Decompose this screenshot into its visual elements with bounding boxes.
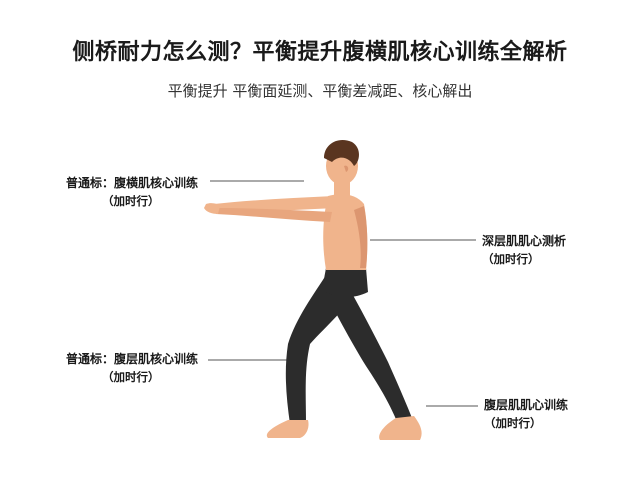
annotation-mid-right-note: （加时行） [482, 252, 540, 266]
annotation-lower-left-text: 普通标：腹层肌核心训练 [66, 352, 199, 366]
back-leg [322, 272, 412, 424]
torso-shadow [354, 206, 368, 268]
annotation-lower-right-note: （加时行） [484, 416, 542, 430]
annotation-upper-left-text: 普通标：腹横肌核心训练 [66, 176, 199, 190]
annotation-lower-left-note: （加时行） [102, 370, 160, 384]
annotation-mid-right-text: 深层肌肌心测析 [482, 234, 567, 248]
annotation-lower-right-text: 腹层肌肌心训练 [484, 398, 569, 412]
hip [322, 268, 368, 298]
annotation-lower-right: 腹层肌肌心训练 （加时行） [484, 396, 568, 432]
front-leg [285, 272, 362, 424]
page-subtitle: 平衡提升 平衡面延测、平衡差减距、核心解出 [167, 82, 473, 100]
annotation-lower-left: 普通标：腹层肌核心训练 （加时行） [66, 350, 198, 386]
annotation-upper-left: 普通标：腹横肌核心训练 （加时行） [66, 174, 198, 210]
arm-lower [216, 208, 332, 222]
page-title: 侧桥耐力怎么测？平衡提升腹横肌核心训练全解析 [72, 40, 568, 65]
back-foot [379, 416, 422, 440]
annotation-mid-right: 深层肌肌心测析 （加时行） [482, 232, 566, 268]
hand [204, 203, 220, 214]
ear [344, 165, 349, 172]
annotation-upper-left-note: （加时行） [102, 194, 160, 208]
arm-upper [214, 196, 336, 212]
hair [324, 139, 359, 166]
front-foot [266, 420, 309, 438]
